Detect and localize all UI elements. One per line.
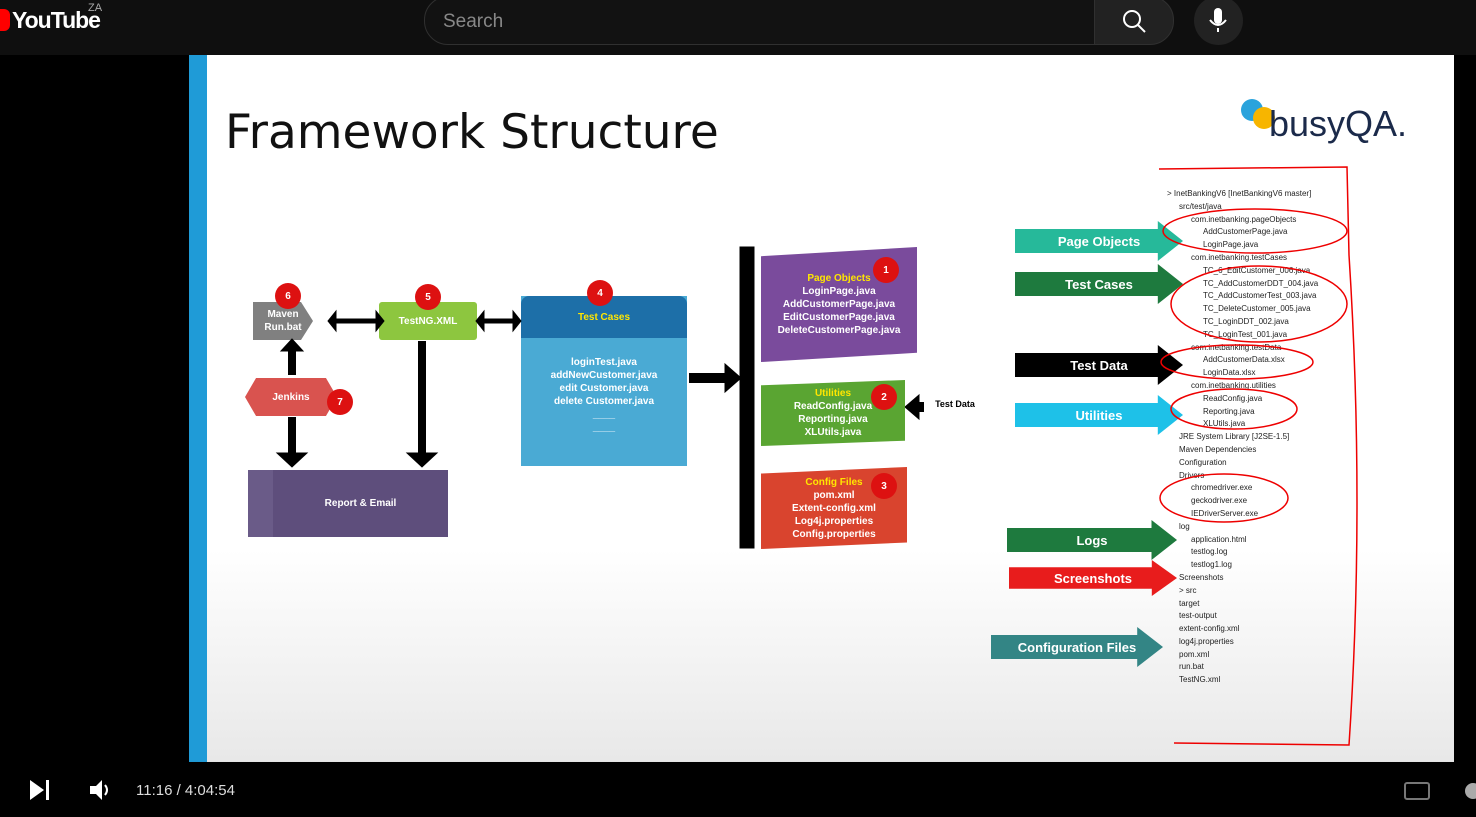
- tree-item[interactable]: chromedriver.exe: [1191, 483, 1253, 493]
- search-icon: [1123, 10, 1146, 33]
- search-input[interactable]: [443, 9, 1043, 35]
- badge-7: 7: [327, 389, 353, 415]
- youtube-logo[interactable]: YouTube ZA: [0, 2, 103, 35]
- country-code: ZA: [88, 2, 103, 14]
- search-box: [424, 0, 1095, 45]
- tree-item[interactable]: testlog1.log: [1191, 560, 1232, 570]
- volume-icon[interactable]: [88, 778, 114, 802]
- report-box: Report & Email: [248, 470, 448, 537]
- tree-item[interactable]: target: [1179, 598, 1200, 608]
- settings-icon[interactable]: [1462, 780, 1476, 802]
- badge-5: 5: [415, 284, 441, 310]
- search-button[interactable]: [1094, 0, 1174, 45]
- tree-item[interactable]: com.inetbanking.utilities: [1191, 380, 1276, 390]
- tree-item[interactable]: TC_AddCustomerTest_003.java: [1203, 291, 1317, 301]
- project-tree: > InetBankingV6 [InetBankingV6 master] sr…: [1167, 188, 1357, 687]
- tree-item[interactable]: TestNG.xml: [1179, 675, 1221, 685]
- tree-item[interactable]: log4j.properties: [1179, 636, 1234, 646]
- logo-dot-icon: [1253, 107, 1275, 129]
- tree-item[interactable]: com.inetbanking.testData: [1191, 342, 1282, 352]
- test-data-box: Test Data: [925, 386, 985, 422]
- tree-item[interactable]: Configuration: [1179, 457, 1227, 467]
- slide: Framework Structure busyQA. Maven Run.ba…: [189, 55, 1454, 762]
- player-controls: 11:16 / 4:04:54: [0, 760, 1476, 817]
- tree-item[interactable]: com.inetbanking.testCases: [1191, 252, 1288, 262]
- badge-2: 2: [871, 384, 897, 410]
- voice-search-button[interactable]: [1194, 0, 1243, 45]
- badge-1: 1: [873, 257, 899, 283]
- tree-item[interactable]: > InetBankingV6 [InetBankingV6 master]: [1167, 189, 1312, 198]
- red-annotation-outline: [1158, 166, 1358, 746]
- tree-item[interactable]: pom.xml: [1179, 649, 1210, 659]
- tree-item[interactable]: IEDriverServer.exe: [1191, 508, 1259, 518]
- tree-item[interactable]: testlog.log: [1191, 547, 1228, 557]
- badge-4: 4: [587, 280, 613, 306]
- tree-item[interactable]: > src: [1179, 585, 1197, 595]
- badge-3: 3: [871, 473, 897, 499]
- tree-item[interactable]: Maven Dependencies: [1179, 444, 1257, 454]
- youtube-play-icon: [0, 9, 10, 31]
- tree-item[interactable]: LoginData.xlsx: [1203, 368, 1256, 378]
- tree-item[interactable]: run.bat: [1179, 662, 1204, 672]
- tree-item[interactable]: ReadConfig.java: [1203, 393, 1263, 403]
- tree-item[interactable]: AddCustomerData.xlsx: [1203, 355, 1285, 365]
- top-bar: YouTube ZA: [0, 0, 1476, 55]
- tree-item[interactable]: TC_AddCustomerDDT_004.java: [1203, 278, 1319, 288]
- tree-item[interactable]: test-output: [1179, 611, 1217, 621]
- time-display: 11:16 / 4:04:54: [136, 782, 235, 799]
- jenkins-box: Jenkins: [245, 378, 337, 416]
- tree-item[interactable]: AddCustomerPage.java: [1203, 227, 1288, 237]
- tree-item[interactable]: TC_LoginTest_001.java: [1203, 329, 1288, 339]
- tree-item[interactable]: XLUtils.java: [1203, 419, 1246, 429]
- tree-item[interactable]: Drivers: [1179, 470, 1205, 480]
- tree-item[interactable]: LoginPage.java: [1203, 240, 1259, 250]
- busyqa-logo: busyQA.: [1241, 99, 1419, 149]
- tree-item[interactable]: application.html: [1191, 534, 1247, 544]
- tree-item[interactable]: log: [1179, 521, 1190, 531]
- tree-item[interactable]: Reporting.java: [1203, 406, 1255, 416]
- logo-text: YouTube: [12, 6, 101, 33]
- badge-6: 6: [275, 283, 301, 309]
- microphone-icon: [1209, 8, 1227, 32]
- captions-icon[interactable]: [1404, 782, 1430, 800]
- tree-item[interactable]: Screenshots: [1179, 572, 1224, 582]
- next-icon[interactable]: [28, 778, 52, 802]
- slide-title: Framework Structure: [225, 105, 719, 160]
- tree-item[interactable]: TC_6_EditCustomer_006.java: [1203, 265, 1311, 275]
- tree-item[interactable]: src/test/java: [1179, 201, 1222, 211]
- tree-item[interactable]: TC_DeleteCustomer_005.java: [1203, 304, 1311, 314]
- tree-item[interactable]: extent-config.xml: [1179, 624, 1240, 634]
- tree-item[interactable]: TC_LoginDDT_002.java: [1203, 316, 1289, 326]
- tree-item[interactable]: JRE System Library [J2SE-1.5]: [1179, 432, 1290, 442]
- slide-accent-bar: [189, 55, 207, 762]
- tree-item[interactable]: com.inetbanking.pageObjects: [1191, 214, 1297, 224]
- connector-arrows: [275, 246, 924, 549]
- video-player[interactable]: Framework Structure busyQA. Maven Run.ba…: [0, 55, 1476, 817]
- tree-item[interactable]: geckodriver.exe: [1191, 496, 1248, 506]
